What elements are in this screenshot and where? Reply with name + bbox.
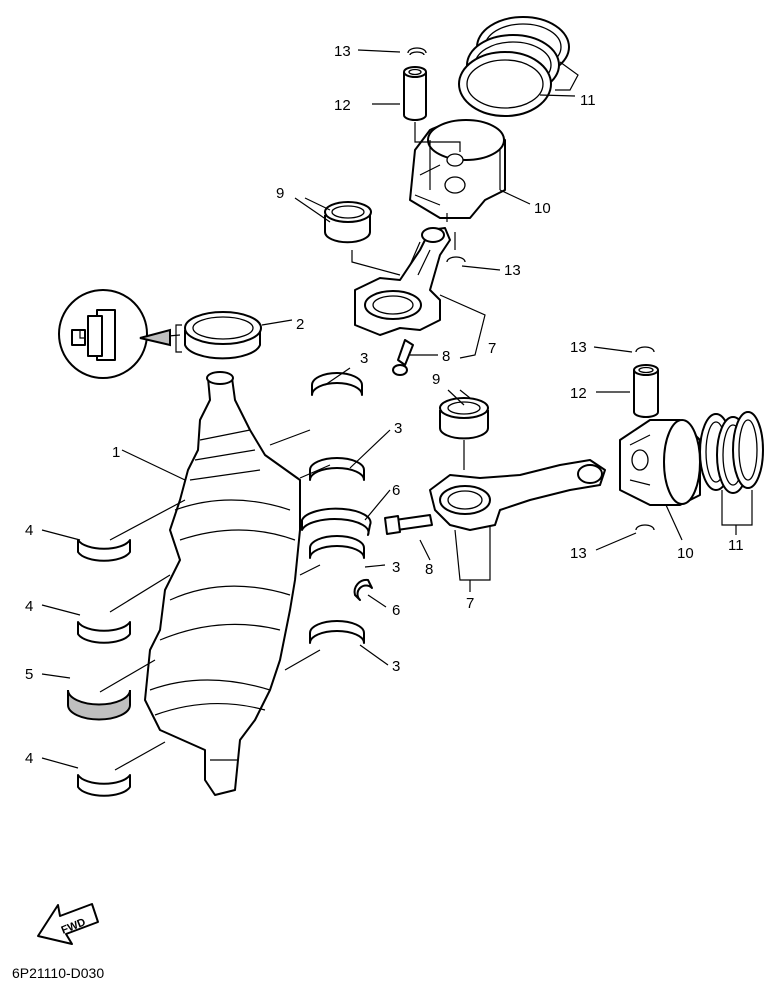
main-bearing-4b xyxy=(77,621,131,644)
thrust-washer-6a xyxy=(301,507,372,536)
callout-8: 8 xyxy=(442,348,450,365)
right-piston-10 xyxy=(619,419,701,506)
top-needle-bearing-9 xyxy=(324,201,372,244)
callout-7: 7 xyxy=(466,595,474,612)
top-circlip-13 xyxy=(407,47,427,56)
fwd-arrow: FWD xyxy=(37,903,99,945)
right-connecting-rod-7 xyxy=(429,459,606,531)
right-circlip-13b xyxy=(635,524,655,531)
callout-5: 5 xyxy=(25,666,33,683)
callout-12: 12 xyxy=(334,97,351,114)
callout-7: 7 xyxy=(488,340,496,357)
top-piston-10 xyxy=(409,119,506,219)
callout-1: 1 xyxy=(112,444,120,461)
detail-inset-circle xyxy=(58,289,148,379)
callout-10: 10 xyxy=(534,200,551,217)
callout-4: 4 xyxy=(25,522,33,539)
right-piston-pin-12 xyxy=(633,364,659,418)
callout-13: 13 xyxy=(570,545,587,562)
main-bearing-3c xyxy=(309,535,365,559)
top-piston-rings-11 xyxy=(458,16,570,117)
callout-11: 11 xyxy=(728,537,744,554)
oil-seal-2 xyxy=(184,311,262,360)
callout-3: 3 xyxy=(360,350,368,367)
callout-12: 12 xyxy=(570,385,587,402)
thrust-washer-6b xyxy=(353,578,373,601)
crankshaft-1 xyxy=(144,371,301,796)
diagram-code: 6P21110-D030 xyxy=(12,965,104,981)
right-rod-bolt-8 xyxy=(384,514,433,535)
callout-9: 9 xyxy=(276,185,284,202)
top-circlip-13b xyxy=(446,256,466,263)
main-bearing-3a xyxy=(311,372,363,396)
callout-4: 4 xyxy=(25,750,33,767)
callout-9: 9 xyxy=(432,371,440,388)
callout-4: 4 xyxy=(25,598,33,615)
callout-13: 13 xyxy=(334,43,351,60)
callout-6: 6 xyxy=(392,482,400,499)
right-piston-rings-11 xyxy=(699,411,764,494)
main-bearing-4c xyxy=(77,774,131,797)
right-needle-bearing-9 xyxy=(439,397,489,440)
callout-13: 13 xyxy=(570,339,587,356)
leader-lines xyxy=(41,49,753,771)
callout-11: 11 xyxy=(580,92,596,109)
main-bearing-3d xyxy=(309,620,365,644)
callout-3: 3 xyxy=(394,420,402,437)
main-bearing-4a xyxy=(77,539,131,562)
callout-8: 8 xyxy=(425,561,433,578)
callout-3: 3 xyxy=(392,559,400,576)
right-circlip-13 xyxy=(635,346,655,353)
callout-2: 2 xyxy=(296,316,304,333)
top-rod-bolt-8 xyxy=(392,339,414,376)
main-bearing-3b xyxy=(309,457,365,481)
callout-3: 3 xyxy=(392,658,400,675)
top-piston-pin-12 xyxy=(403,66,427,121)
thrust-bearing-5 xyxy=(67,689,131,721)
callout-6: 6 xyxy=(392,602,400,619)
top-connecting-rod-7 xyxy=(354,227,451,336)
callout-13: 13 xyxy=(504,262,521,279)
callout-10: 10 xyxy=(677,545,694,562)
